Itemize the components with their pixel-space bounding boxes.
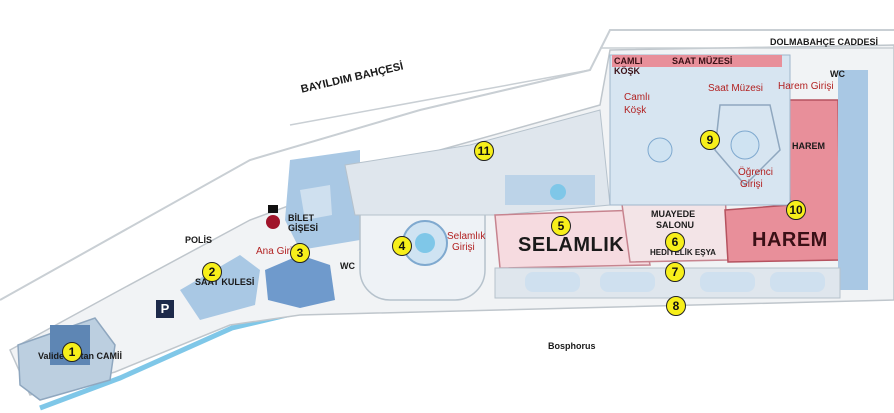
camli-kosk-label-2: Köşk <box>624 105 647 116</box>
harem-big-label: HAREM <box>752 229 828 251</box>
camli-kosk-box-label-1: CAMLI <box>614 56 643 66</box>
hediyelik-label: HEDİYELİK EŞYA <box>650 248 716 257</box>
wc-label-mid: WC <box>340 261 355 271</box>
bilet-label: BİLET <box>288 213 314 223</box>
marker-5[interactable]: 5 <box>551 216 571 236</box>
selamlik-giris-label-2: Girişi <box>452 242 475 253</box>
camli-kosk-label-1: Camlı <box>624 92 651 103</box>
marker-11[interactable]: 11 <box>474 141 494 161</box>
saat-kulesi-label: SAAT KULESİ <box>195 277 255 287</box>
marker-6[interactable]: 6 <box>665 232 685 252</box>
marker-2[interactable]: 2 <box>202 262 222 282</box>
marker-8[interactable]: 8 <box>666 296 686 316</box>
marker-4[interactable]: 4 <box>392 236 412 256</box>
street-label: DOLMABAHÇE CADDESİ <box>770 37 878 47</box>
marker-9[interactable]: 9 <box>700 130 720 150</box>
ana-giris-label: Ana Giriş <box>256 246 298 257</box>
marker-1[interactable]: 1 <box>62 342 82 362</box>
marker-7[interactable]: 7 <box>665 262 685 282</box>
parking-icon: P <box>156 300 174 318</box>
muayede-label-1: MUAYEDE <box>651 209 696 219</box>
ogrenci-label-1: Öğrenci <box>738 167 774 178</box>
harem-small-label: HAREM <box>792 141 825 151</box>
polis-label: POLİS <box>185 235 213 245</box>
gisesi-label: GİŞESİ <box>288 223 319 233</box>
ogrenci-label-2: Girişi <box>740 179 763 190</box>
bosphorus-label: Bosphorus <box>548 341 596 351</box>
selamlik-giris-label-1: Selamlık <box>447 231 486 242</box>
harem-giris-label: Harem Girişi <box>778 81 834 92</box>
marker-3[interactable]: 3 <box>290 243 310 263</box>
saat-muzesi-box-label: SAAT MÜZESİ <box>672 56 733 66</box>
muayede-label-2: SALONU <box>656 220 694 230</box>
camli-kosk-box-label-2: KÖŞK <box>614 66 641 76</box>
selamlik-building <box>494 209 651 269</box>
marker-10[interactable]: 10 <box>786 200 806 220</box>
wc-label-top: WC <box>830 69 845 79</box>
selamlik-label: SELAMLIK <box>518 234 625 256</box>
saat-muzesi-label: Saat Müzesi <box>708 83 764 94</box>
